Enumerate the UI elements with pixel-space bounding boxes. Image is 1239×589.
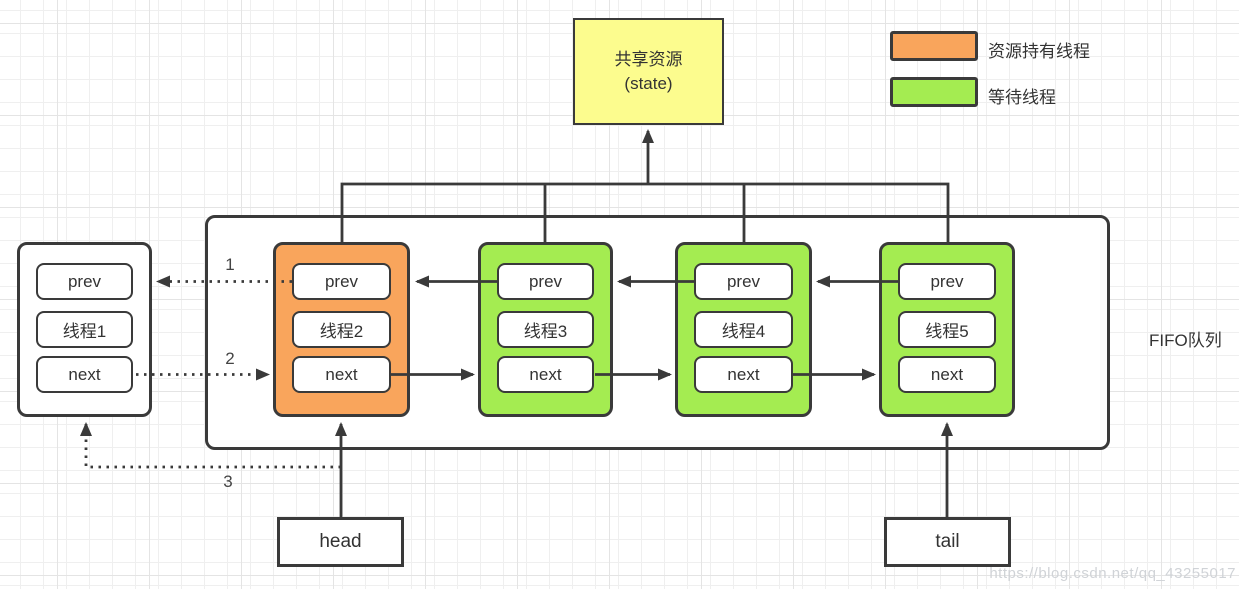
- tail-pointer-box: tail: [884, 517, 1011, 567]
- next-pointer-box: next: [898, 356, 996, 393]
- step-1-label: 1: [225, 255, 235, 274]
- shared-resource-title: 共享资源: [614, 49, 683, 69]
- next-pointer-box: next: [36, 356, 133, 393]
- head-pointer-box: head: [277, 517, 404, 567]
- watermark-url: https://blog.csdn.net/qq_43255017: [989, 565, 1236, 582]
- legend-waiting-label: 等待线程: [988, 88, 1056, 107]
- thread-label-box: 线程1: [36, 311, 133, 348]
- queue-node-thread5: prev 线程5 next: [879, 242, 1015, 417]
- legend-holder-swatch: [890, 31, 978, 61]
- thread-label-box: 线程2: [292, 311, 391, 348]
- shared-resource-box: 共享资源 (state): [573, 18, 724, 125]
- queue-node-thread2: prev 线程2 next: [273, 242, 410, 417]
- thread-label-box: 线程3: [497, 311, 594, 348]
- prev-pointer-box: prev: [292, 263, 391, 300]
- next-pointer-box: next: [694, 356, 793, 393]
- prev-pointer-box: prev: [898, 263, 996, 300]
- shared-resource-subtitle: (state): [624, 73, 673, 93]
- queue-node-thread4: prev 线程4 next: [675, 242, 812, 417]
- prev-pointer-box: prev: [497, 263, 594, 300]
- thread-label-box: 线程4: [694, 311, 793, 348]
- queue-node-thread1: prev 线程1 next: [17, 242, 152, 417]
- step-2-label: 2: [225, 349, 235, 368]
- fifo-queue-label: FIFO队列: [1149, 331, 1222, 350]
- legend-holder-label: 资源持有线程: [988, 42, 1090, 61]
- queue-node-thread3: prev 线程3 next: [478, 242, 613, 417]
- next-pointer-box: next: [292, 356, 391, 393]
- thread-label-box: 线程5: [898, 311, 996, 348]
- next-pointer-box: next: [497, 356, 594, 393]
- legend-waiting-swatch: [890, 77, 978, 107]
- prev-pointer-box: prev: [694, 263, 793, 300]
- step-3-label: 3: [223, 472, 233, 491]
- prev-pointer-box: prev: [36, 263, 133, 300]
